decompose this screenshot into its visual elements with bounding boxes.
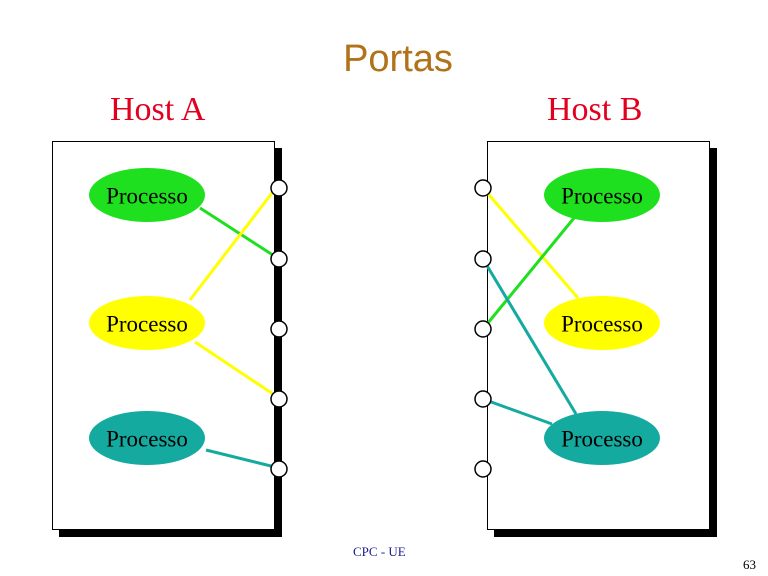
page-number: 63 — [743, 557, 756, 572]
port-b-1 — [474, 179, 492, 197]
connection-a-teal — [205, 448, 280, 470]
connection-b-yellow — [481, 187, 580, 299]
connection-b-teal-upper — [481, 258, 578, 415]
host-b-processes: Processo Processo Processo — [544, 168, 660, 465]
connections — [188, 187, 580, 470]
host-a-processes: Processo Processo Processo — [89, 168, 205, 465]
process-b-teal — [544, 411, 660, 465]
host-a-label: Host A — [110, 91, 206, 128]
connection-b-green — [481, 217, 576, 330]
process-b-teal-label: Processo — [561, 427, 643, 452]
process-a-yellow-label: Processo — [106, 312, 188, 337]
connection-a-yellow-bottom — [194, 340, 280, 400]
footer-text: CPC - UE — [353, 544, 406, 559]
process-b-yellow-label: Processo — [561, 312, 643, 337]
port-b-4 — [474, 390, 492, 408]
process-b-green — [544, 168, 660, 222]
port-b-3 — [474, 320, 492, 338]
process-a-teal — [89, 411, 205, 465]
process-a-green-label: Processo — [106, 184, 188, 209]
connection-b-teal-lower — [482, 397, 553, 426]
host-b-label: Host B — [547, 91, 643, 128]
process-b-green-label: Processo — [561, 184, 643, 209]
port-a-5 — [270, 460, 288, 478]
host-b-ports — [474, 179, 492, 478]
host-a-ports — [270, 179, 288, 478]
port-a-1 — [270, 179, 288, 197]
port-a-4 — [270, 390, 288, 408]
process-a-green — [89, 168, 205, 222]
slide-title: Portas — [343, 38, 453, 80]
port-a-2 — [270, 250, 288, 268]
process-b-yellow — [544, 296, 660, 350]
port-b-2 — [474, 250, 492, 268]
port-a-3 — [270, 320, 288, 338]
process-a-teal-label: Processo — [106, 427, 188, 452]
port-b-5 — [474, 460, 492, 478]
process-a-yellow — [89, 296, 205, 350]
connection-a-yellow-top — [188, 192, 274, 301]
